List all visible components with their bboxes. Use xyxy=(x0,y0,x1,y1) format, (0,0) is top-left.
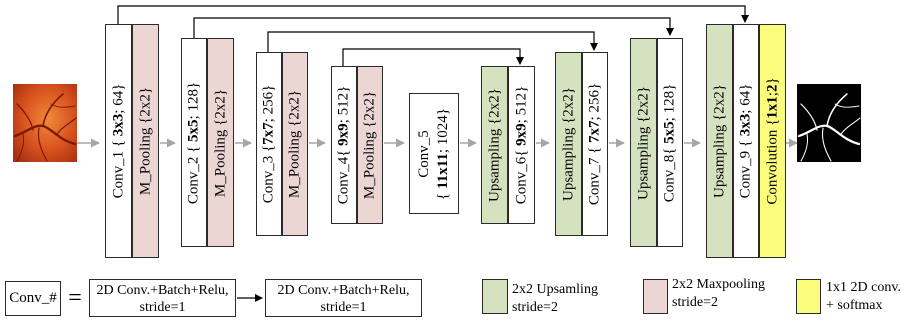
legend-upsampling-text: 2x2 Upsamling stride=2 xyxy=(512,282,598,315)
conv-9-label: Conv_9 { 3x3; 64} xyxy=(737,83,754,199)
block-conv-9: Conv_9 { 3x3; 64} xyxy=(733,24,759,258)
legend-conv-box-2: 2D Conv.+Batch+Relu, stride=1 xyxy=(265,279,422,317)
block-conv-3: Conv_3 {7x7; 256} xyxy=(256,52,282,236)
legend-conv-box-1: 2D Conv.+Batch+Relu, stride=1 xyxy=(89,279,236,317)
block-maxpool-4: M_Pooling {2x2} xyxy=(357,66,383,224)
maxpool-2-label: M_Pooling {2x2} xyxy=(212,88,228,197)
conv-4-label: Conv_4{ 9x9; 512} xyxy=(335,85,352,205)
block-upsampling-4: Upsampling {2x2} xyxy=(706,24,733,258)
block-conv-5-bottleneck: Conv_5 { 11x11; 1024} xyxy=(409,93,459,214)
conv-5-label: Conv_5 { 11x11; 1024} xyxy=(416,107,451,200)
final-convolution-label: Convolution {1x1;2} xyxy=(764,77,780,205)
maxpool-1-label: M_Pooling {2x2} xyxy=(137,86,153,196)
legend-equals-sign: = xyxy=(68,285,82,311)
block-conv-6: Conv_6{ 9x9; 512} xyxy=(508,66,535,224)
maxpool-4-label: M_Pooling {2x2} xyxy=(361,90,378,200)
block-conv-8: Conv_8{ 5x5; 128} xyxy=(657,38,683,247)
skip-connection-2 xyxy=(193,17,674,38)
legend-softmax-swatch xyxy=(796,279,821,314)
conv-6-label: Conv_6{ 9x9; 512} xyxy=(513,85,529,205)
legend-maxpooling-text: 2x2 Maxpooling stride=2 xyxy=(672,277,765,310)
conv-8-label: Conv_8{ 5x5; 128} xyxy=(661,83,678,202)
upsampling-3-label: Upsampling {2x2} xyxy=(635,85,651,200)
block-maxpool-1: M_Pooling {2x2} xyxy=(132,24,159,258)
skip-connection-1 xyxy=(117,5,749,24)
skip-connection-3 xyxy=(267,31,598,52)
input-retina-image xyxy=(13,84,77,162)
block-final-convolution: Convolution {1x1;2} xyxy=(759,24,786,258)
block-conv-7: Conv_7 { 7x7; 256} xyxy=(582,52,608,236)
block-upsampling-2: Upsampling {2x2} xyxy=(555,52,582,236)
block-upsampling-3: Upsampling {2x2} xyxy=(630,38,657,247)
conv-1-label: Conv_1 { 3x3; 64} xyxy=(110,83,126,199)
upsampling-4-label: Upsampling {2x2} xyxy=(711,84,727,198)
conv-2-label: Conv_2 { 5x5; 128} xyxy=(185,81,202,204)
block-conv-1: Conv_1 { 3x3; 64} xyxy=(105,24,132,258)
conv-7-label: Conv_7 { 7x7; 256} xyxy=(586,82,603,206)
block-maxpool-3: M_Pooling {2x2} xyxy=(282,52,308,236)
output-segmentation-image xyxy=(797,84,861,162)
legend-conv-symbol: Conv_# xyxy=(5,281,61,316)
legend-softmax-text: 1x1 2D conv. + softmax xyxy=(826,280,901,313)
legend-upsampling-swatch xyxy=(482,279,508,314)
conv-3-label: Conv_3 {7x7; 256} xyxy=(260,84,277,204)
block-maxpool-2: M_Pooling {2x2} xyxy=(207,38,234,247)
block-conv-2: Conv_2 { 5x5; 128} xyxy=(181,38,207,247)
upsampling-1-label: Upsampling {2x2} xyxy=(486,88,502,202)
legend-maxpooling-swatch xyxy=(643,279,668,314)
block-conv-4: Conv_4{ 9x9; 512} xyxy=(331,66,357,224)
block-upsampling-1: Upsampling {2x2} xyxy=(481,66,508,224)
skip-connection-4 xyxy=(342,48,524,66)
upsampling-2-label: Upsampling {2x2} xyxy=(560,87,576,201)
maxpool-3-label: M_Pooling {2x2} xyxy=(286,89,303,199)
